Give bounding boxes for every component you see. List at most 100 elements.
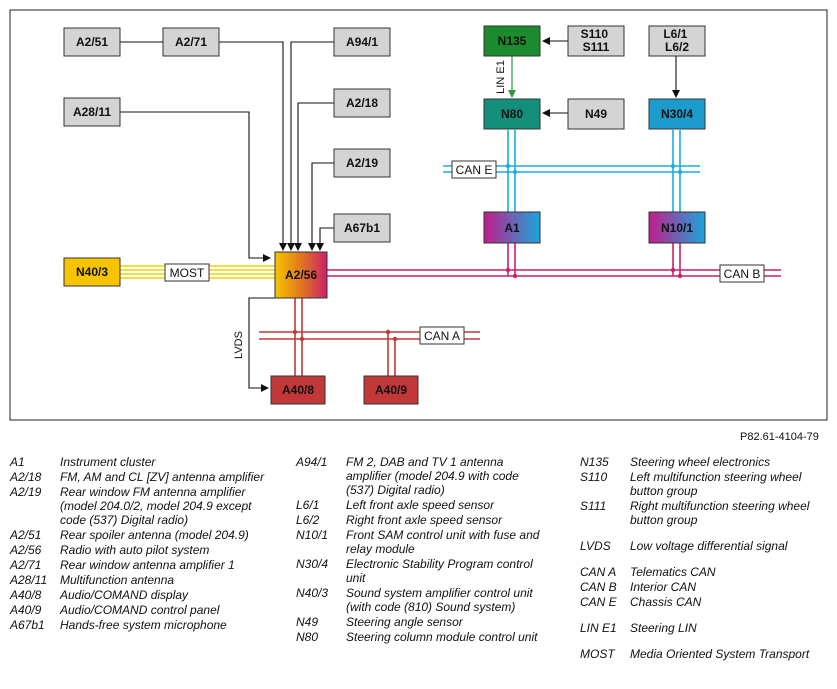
component-a251[interactable]: A2/51	[63, 27, 121, 57]
component-label: S110 S111	[581, 27, 612, 54]
legend-description: Steering LIN	[630, 621, 697, 635]
figure-reference: P82.61-4104-79	[740, 431, 819, 443]
legend-description: Steering angle sensor	[346, 615, 463, 629]
component-a218[interactable]: A2/18	[333, 88, 391, 118]
component-label: N30/4	[661, 107, 693, 121]
legend-code: A94/1	[296, 455, 328, 469]
legend-code: N10/1	[296, 528, 329, 542]
label-line-2: S111	[583, 40, 610, 54]
legend-description: Electronic Stability Program control uni…	[346, 557, 533, 585]
legend-description: FM, AM and CL [ZV] antenna amplifier	[60, 470, 265, 484]
can-a-junctions	[292, 329, 398, 342]
legend-code: A2/51	[10, 528, 42, 542]
legend-code: L6/1	[296, 498, 320, 512]
component-label: A2/19	[346, 156, 378, 170]
component-label: A2/56	[285, 268, 317, 282]
legend-description: Low voltage differential signal	[630, 539, 788, 553]
bus-label-text: MOST	[170, 266, 205, 280]
component-label: L6/1 L6/2	[663, 27, 690, 54]
component-a408[interactable]: A40/8	[270, 375, 326, 405]
bus-label-lvds: LVDS	[233, 331, 245, 359]
legend-code: A2/71	[10, 558, 42, 572]
legend-description: Right multifunction steering wheel butto…	[630, 499, 810, 527]
component-a941[interactable]: A94/1	[333, 27, 391, 57]
bus-label-can-a: CAN A	[419, 326, 465, 345]
legend-description: Media Oriented System Transport	[630, 647, 810, 661]
component-a409[interactable]: A40/9	[363, 375, 419, 405]
component-n304[interactable]: N30/4	[648, 98, 706, 130]
component-label: A1	[504, 221, 520, 235]
component-a67b1[interactable]: A67b1	[333, 213, 391, 243]
component-label: A94/1	[346, 35, 378, 49]
legend-item: N10/1 Front SAM control unit with fuse an…	[296, 528, 566, 556]
legend-description: Steering column module control unit	[346, 630, 538, 644]
legend-code: A40/9	[10, 603, 42, 617]
component-label: N80	[501, 107, 523, 121]
legend-code: CAN E	[580, 595, 617, 609]
label-line-1: S110	[581, 27, 609, 41]
legend-code: N40/3	[296, 586, 329, 600]
component-a2811[interactable]: A28/11	[63, 97, 121, 127]
legend-code: A1	[10, 455, 25, 469]
label-line-2: L6/2	[665, 40, 689, 54]
component-l61-l62[interactable]: L6/1 L6/2	[648, 25, 706, 57]
component-a271[interactable]: A2/71	[162, 27, 220, 57]
bus-label-text: CAN E	[456, 163, 493, 177]
legend-code: N80	[296, 630, 319, 644]
legend-code: CAN A	[580, 565, 617, 579]
legend-code: L6/2	[296, 513, 320, 527]
legend-code: S110	[580, 470, 608, 484]
component-a1[interactable]: A1	[483, 211, 541, 244]
legend-code: A2/18	[10, 470, 42, 484]
component-label: N10/1	[661, 221, 693, 235]
legend-description: Radio with auto pilot system	[60, 543, 210, 557]
legend-description: Rear window antenna amplifier 1	[60, 558, 235, 572]
legend-description: Instrument cluster	[60, 455, 156, 469]
legend-description: Chassis CAN	[630, 595, 702, 609]
component-label: A2/71	[175, 35, 207, 49]
component-n80[interactable]: N80	[483, 98, 541, 130]
component-s110-s111[interactable]: S110 S111	[567, 25, 625, 57]
legend-description: Front SAM control unit with fuse and rel…	[346, 528, 540, 556]
component-n403[interactable]: N40/3	[63, 257, 121, 287]
legend-item: CAN A Telematics CAN	[580, 565, 835, 579]
bus-label-text: CAN B	[724, 267, 761, 281]
network-diagram: A2/51 A2/71 A94/1 A28/11 A2/18 A2/19 A67…	[9, 9, 828, 421]
bus-label-can-e: CAN E	[451, 160, 497, 179]
component-n101[interactable]: N10/1	[648, 211, 706, 244]
component-label: A40/9	[375, 383, 407, 397]
legend-code: A2/56	[10, 543, 42, 557]
component-a219[interactable]: A2/19	[333, 148, 391, 178]
component-a256[interactable]: A2/56	[274, 251, 328, 299]
legend-code: LVDS	[580, 539, 611, 553]
component-label: N49	[585, 107, 607, 121]
component-label: N135	[498, 34, 527, 48]
legend-item: A2/18 FM, AM and CL [ZV] antenna amplifie…	[10, 470, 280, 484]
component-label: N40/3	[76, 265, 108, 279]
legend-description: Rear window FM antenna amplifier (model …	[60, 485, 252, 527]
legend-description: Hands-free system microphone	[60, 618, 227, 632]
bus-label-most: MOST	[164, 263, 210, 282]
component-label: A40/8	[282, 383, 314, 397]
legend-description: Telematics CAN	[630, 565, 716, 579]
legend-item: CAN E Chassis CAN	[580, 595, 835, 609]
legend-description: Steering wheel electronics	[630, 455, 771, 469]
legend-code: N49	[296, 615, 319, 629]
component-n49[interactable]: N49	[567, 98, 625, 130]
component-n135[interactable]: N135	[483, 25, 541, 57]
